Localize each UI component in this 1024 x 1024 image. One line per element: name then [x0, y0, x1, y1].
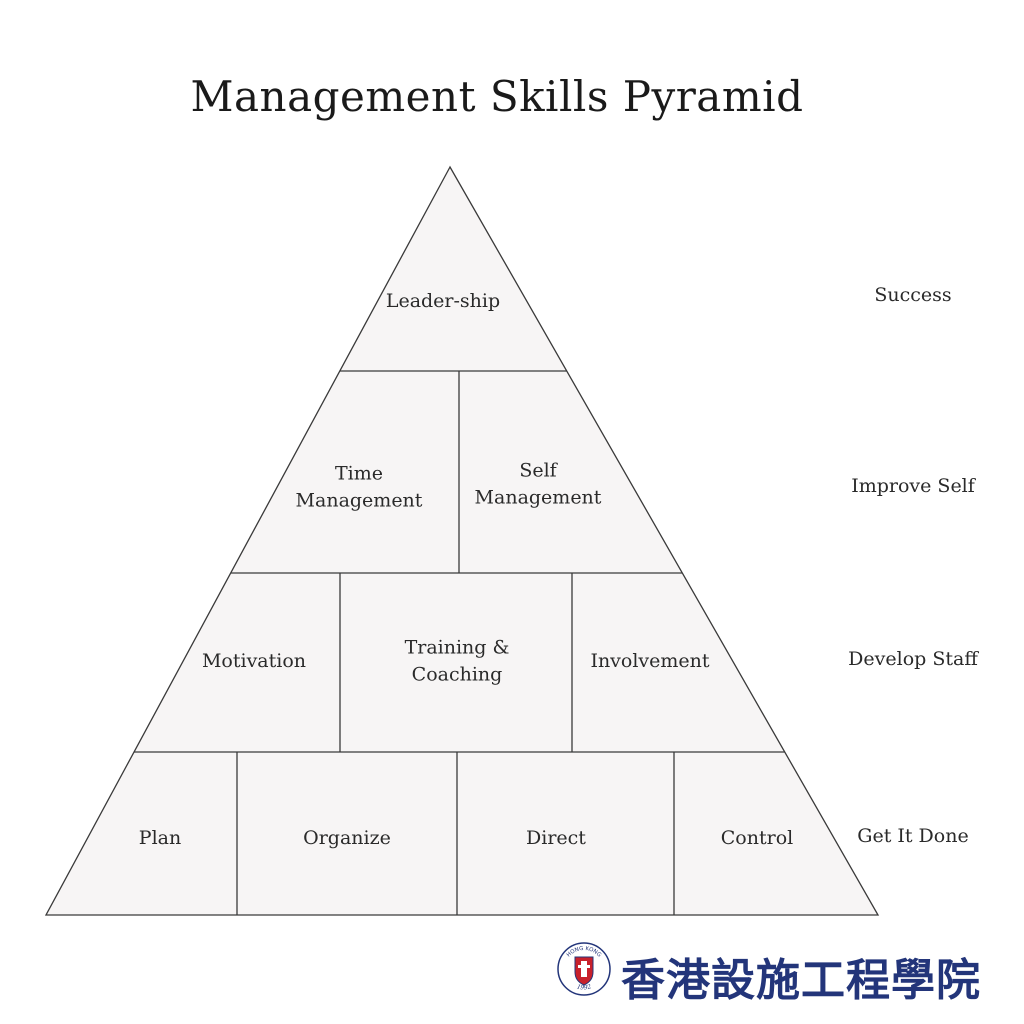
college-seal-icon: HONG KONG 1992	[557, 942, 611, 996]
tier-outcome-label: Improve Self	[851, 475, 975, 497]
pyramid-cell-line: Motivation	[202, 650, 306, 672]
pyramid-cell-label: Motivation	[202, 650, 306, 672]
pyramid-cell-line: Coaching	[412, 664, 503, 686]
pyramid-cell-line: Self	[519, 460, 558, 482]
pyramid-cell-label: Training & Coaching	[405, 637, 510, 686]
pyramid-cell-line: Management	[296, 490, 423, 512]
pyramid-cell-line: Control	[721, 827, 793, 849]
pyramid-cell-label: Direct	[526, 827, 586, 849]
brand-logo: HONG KONG 1992 香港設施工程學院	[555, 940, 995, 1006]
pyramid-dividers	[134, 370, 785, 915]
pyramid-cell-label: Control	[721, 827, 793, 849]
pyramid-cell-line: Plan	[139, 827, 181, 849]
svg-text:1992: 1992	[576, 983, 592, 991]
page-title: Management Skills Pyramid	[190, 72, 804, 121]
seal-year: 1992	[576, 983, 592, 991]
pyramid-cell-label: Plan	[139, 827, 181, 849]
pyramid-cell-label: Leader-ship	[386, 290, 500, 312]
pyramid-cell-label: Organize	[303, 827, 391, 849]
pyramid-outline	[44, 165, 880, 916]
pyramid-cell-line: Training &	[405, 637, 510, 659]
pyramid-cell-line: Management	[475, 487, 602, 509]
tier-outcome-label: Success	[874, 284, 952, 306]
pyramid-cell-line: Involvement	[590, 650, 709, 672]
tier-outcome-label: Develop Staff	[848, 648, 978, 670]
tier-outcome-label: Get It Done	[857, 825, 969, 847]
pyramid-cell-line: Organize	[303, 827, 391, 849]
pyramid-cell-label: Involvement	[590, 650, 709, 672]
pyramid-cell-line: Direct	[526, 827, 586, 849]
brand-name: 香港設施工程學院	[621, 955, 981, 1006]
pyramid-cell-line: Time	[335, 463, 383, 485]
pyramid-cell-line: Leader-ship	[386, 290, 500, 312]
